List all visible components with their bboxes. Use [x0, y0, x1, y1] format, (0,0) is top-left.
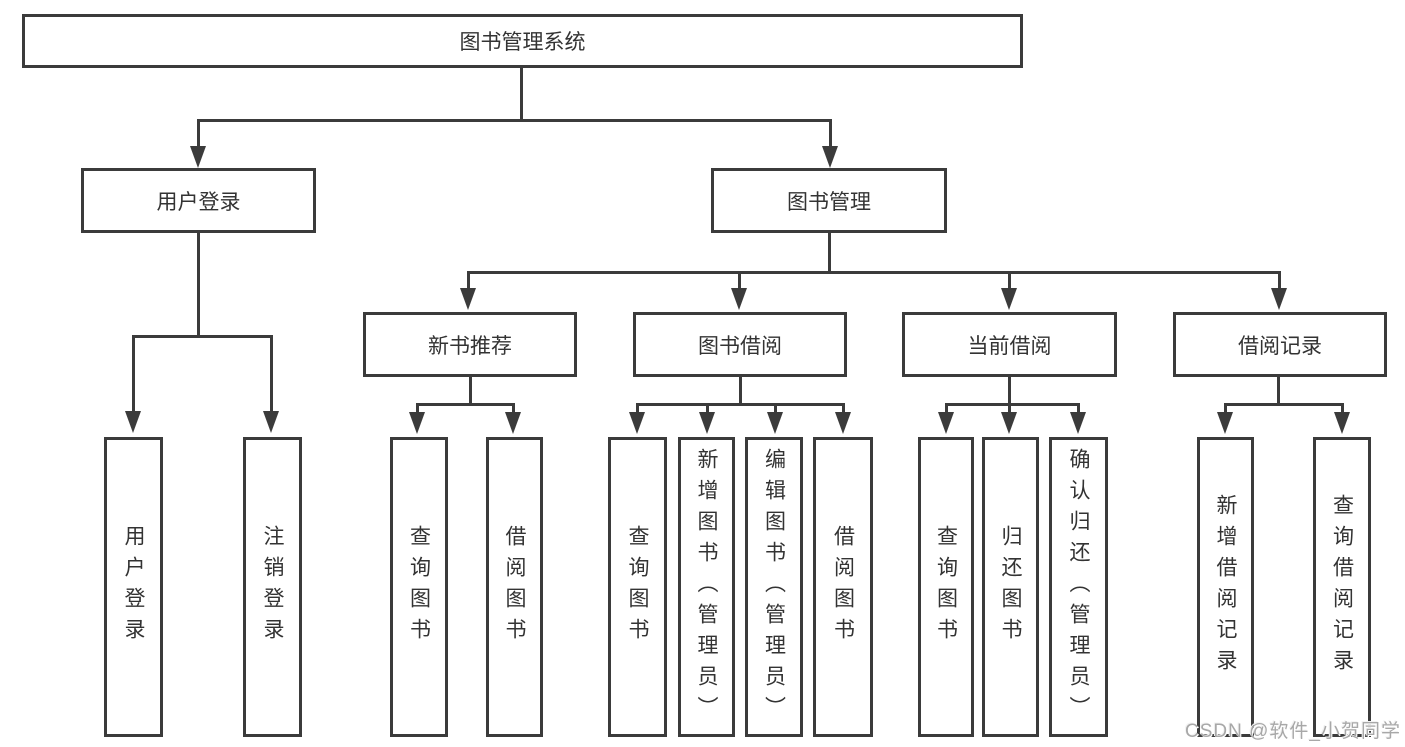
node-book-management: 图书管理 — [711, 168, 947, 233]
arrow-down-icon — [460, 288, 476, 310]
leaf-query-borrow-record-label: 查询借阅记录 — [1330, 494, 1354, 680]
connector-line — [467, 271, 470, 290]
arrow-down-icon — [263, 411, 279, 433]
leaf-borrow-book-1: 借阅图书 — [486, 437, 543, 737]
arrow-down-icon — [629, 412, 645, 434]
leaf-confirm-return-admin-label: 确认归还（管理员） — [1067, 447, 1090, 727]
leaf-borrow-book-2: 借阅图书 — [813, 437, 873, 737]
node-borrow-records: 借阅记录 — [1173, 312, 1387, 377]
arrow-down-icon — [767, 412, 783, 434]
connector-line — [197, 119, 200, 148]
leaf-user-login-label: 用户登录 — [122, 525, 145, 649]
arrow-down-icon — [1271, 288, 1287, 310]
leaf-query-book-3: 查询图书 — [918, 437, 974, 737]
connector-line — [1008, 375, 1011, 406]
connector-line — [945, 403, 948, 414]
leaf-add-book-admin: 新增图书（管理员） — [678, 437, 735, 737]
arrow-down-icon — [125, 411, 141, 433]
connector-line — [416, 403, 515, 406]
leaf-add-book-admin-label: 新增图书（管理员） — [695, 447, 718, 727]
connector-line — [512, 403, 515, 414]
leaf-logout-label: 注销登录 — [261, 525, 284, 649]
connector-line — [520, 67, 523, 121]
connector-line — [1277, 375, 1280, 406]
connector-line — [636, 403, 845, 406]
arrow-down-icon — [731, 288, 747, 310]
node-book-borrow-label: 图书借阅 — [698, 334, 782, 358]
arrow-down-icon — [409, 412, 425, 434]
connector-line — [197, 231, 200, 337]
connector-line — [774, 403, 777, 414]
arrow-down-icon — [1070, 412, 1086, 434]
leaf-user-login: 用户登录 — [104, 437, 163, 737]
arrow-down-icon — [1334, 412, 1350, 434]
arrow-down-icon — [1217, 412, 1233, 434]
connector-line — [197, 119, 831, 122]
connector-line — [416, 403, 419, 414]
connector-line — [842, 403, 845, 414]
node-root: 图书管理系统 — [22, 14, 1023, 68]
node-current-borrow: 当前借阅 — [902, 312, 1117, 377]
node-new-book-recommend-label: 新书推荐 — [428, 334, 512, 358]
leaf-logout: 注销登录 — [243, 437, 302, 737]
connector-line — [467, 271, 1281, 274]
connector-line — [738, 271, 741, 290]
connector-line — [1341, 403, 1344, 414]
leaf-query-book-2: 查询图书 — [608, 437, 667, 737]
node-book-borrow: 图书借阅 — [633, 312, 847, 377]
node-current-borrow-label: 当前借阅 — [967, 334, 1052, 358]
connector-line — [829, 119, 832, 148]
leaf-borrow-book-2-label: 借阅图书 — [831, 525, 855, 649]
arrow-down-icon — [1001, 412, 1017, 434]
leaf-borrow-book-1-label: 借阅图书 — [503, 525, 526, 649]
connector-line — [706, 403, 709, 414]
connector-line — [1278, 271, 1281, 290]
leaf-return-book: 归还图书 — [982, 437, 1039, 737]
leaf-add-borrow-record: 新增借阅记录 — [1197, 437, 1254, 737]
leaf-query-book-2-label: 查询图书 — [626, 525, 649, 649]
node-user-login: 用户登录 — [81, 168, 316, 233]
connector-line — [132, 335, 135, 413]
node-borrow-records-label: 借阅记录 — [1238, 334, 1322, 358]
node-user-login-label: 用户登录 — [156, 190, 241, 214]
connector-line — [1008, 403, 1011, 414]
node-root-label: 图书管理系统 — [459, 31, 586, 54]
leaf-query-book-1: 查询图书 — [390, 437, 448, 737]
arrow-down-icon — [1001, 288, 1017, 310]
node-book-management-label: 图书管理 — [787, 190, 871, 214]
connector-line — [1224, 403, 1344, 406]
leaf-edit-book-admin-label: 编辑图书（管理员） — [762, 447, 786, 727]
connector-line — [270, 335, 273, 413]
csdn-watermark: CSDN @软件_小贺同学 — [1185, 721, 1401, 742]
connector-line — [1077, 403, 1080, 414]
leaf-return-book-label: 归还图书 — [999, 525, 1022, 649]
connector-line — [739, 375, 742, 406]
connector-line — [469, 375, 472, 406]
leaf-query-borrow-record: 查询借阅记录 — [1313, 437, 1371, 737]
node-new-book-recommend: 新书推荐 — [363, 312, 577, 377]
leaf-add-borrow-record-label: 新增借阅记录 — [1214, 494, 1237, 680]
connector-line — [1224, 403, 1227, 414]
connector-line — [636, 403, 639, 414]
connector-line — [132, 335, 273, 338]
connector-line — [828, 231, 831, 273]
leaf-query-book-3-label: 查询图书 — [934, 525, 958, 649]
arrow-down-icon — [505, 412, 521, 434]
arrow-down-icon — [822, 146, 838, 168]
arrow-down-icon — [835, 412, 851, 434]
connector-line — [945, 403, 1080, 406]
connector-line — [1008, 271, 1011, 290]
arrow-down-icon — [699, 412, 715, 434]
leaf-confirm-return-admin: 确认归还（管理员） — [1049, 437, 1108, 737]
arrow-down-icon — [190, 146, 206, 168]
arrow-down-icon — [938, 412, 954, 434]
leaf-edit-book-admin: 编辑图书（管理员） — [745, 437, 803, 737]
leaf-query-book-1-label: 查询图书 — [407, 525, 431, 649]
